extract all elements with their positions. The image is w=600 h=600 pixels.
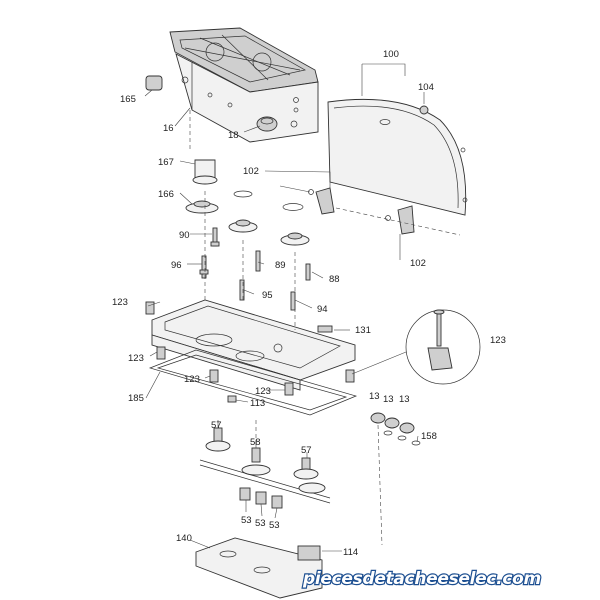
label-123-middle: 123 [184,374,200,385]
knob-13-b [384,417,400,429]
burner-166 [185,200,219,214]
injector-58 [241,447,271,476]
burner-cap-1 [233,190,253,198]
hob-body [175,53,319,143]
label-57-left: 57 [211,420,222,431]
clip-123-a [145,301,155,315]
label-100: 100 [383,49,399,60]
label-16: 16 [163,123,174,134]
burner-cap-2 [282,203,304,211]
knob-seals-158 [383,430,421,446]
clip-123-e [345,369,355,383]
label-123-left: 123 [128,353,144,364]
thermocouple-94 [290,291,296,311]
label-165: 165 [120,94,136,105]
knob-13-c [399,422,415,434]
label-90: 90 [179,230,190,241]
seal-18 [256,116,298,132]
spark-plug-88 [305,263,311,281]
label-13-b: 13 [383,394,394,405]
label-131: 131 [355,325,371,336]
glass-lid [327,98,468,216]
ignition-unit-114 [297,545,321,561]
injector-57-a [205,427,231,452]
thermocouple-95 [239,279,245,301]
label-95: 95 [262,290,273,301]
hinge-right [385,205,415,235]
hinge-left [308,187,335,215]
label-88: 88 [329,274,340,285]
label-58: 58 [250,437,261,448]
gas-ramp [199,459,331,504]
leader-lines [144,63,425,552]
grommet-165 [145,75,189,91]
thermocouple-90 [210,227,220,247]
bottom-plate-140 [195,537,323,599]
clip-131 [317,325,333,333]
hob-tray [151,299,356,391]
screw-113 [227,395,237,403]
label-167: 167 [158,157,174,168]
label-53-c: 53 [269,520,280,531]
burner-167 [192,159,218,185]
burner-head-1 [228,219,258,233]
label-123-right: 123 [255,386,271,397]
tray-seal-185 [148,349,358,416]
label-158: 158 [421,431,437,442]
label-113: 113 [250,398,265,409]
clip-123-b [156,346,166,360]
label-166: 166 [158,189,174,200]
label-102-top: 102 [243,166,259,177]
label-96: 96 [171,260,182,271]
label-102-bottom: 102 [410,258,426,269]
label-114: 114 [343,547,358,558]
spark-plug-96 [199,255,209,279]
injector-57-b [293,457,319,480]
knob-13-a [370,412,386,424]
pan-support-grid [169,27,319,93]
watermark: piecesdetacheeselec.com [302,569,541,589]
detail-circle-123 [351,309,481,385]
label-57-right: 57 [301,445,312,456]
label-89: 89 [275,260,286,271]
spark-plug-89 [255,250,261,272]
label-185: 185 [128,393,144,404]
label-94: 94 [317,304,328,315]
label-123-detail: 123 [490,335,506,346]
label-53-b: 53 [255,518,266,529]
label-123-top: 123 [112,297,128,308]
label-53-a: 53 [241,515,252,526]
label-13-c: 13 [399,394,410,405]
clip-123-c [209,369,219,383]
label-104: 104 [418,82,434,93]
label-13-a: 13 [369,391,380,402]
burner-head-2 [280,232,310,246]
label-140: 140 [176,533,192,544]
clip-123-d [284,382,294,396]
label-18: 18 [228,130,239,141]
